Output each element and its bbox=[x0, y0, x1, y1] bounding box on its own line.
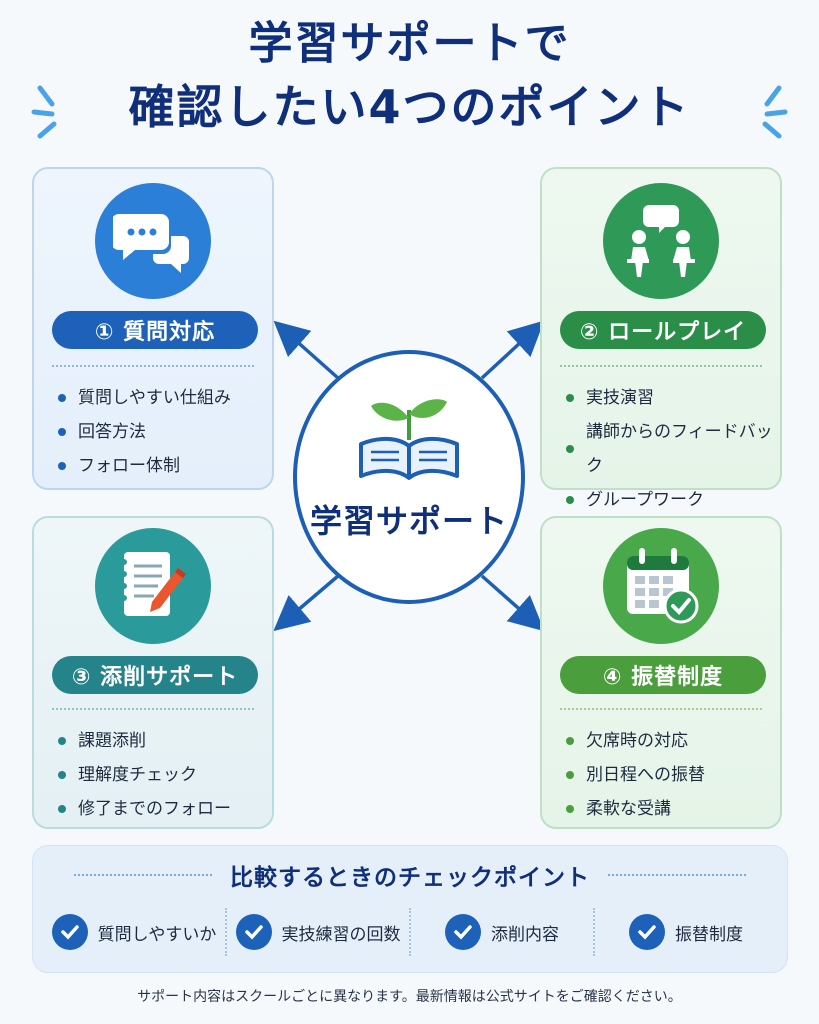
card-3-title: ③ 添削サポート bbox=[52, 656, 258, 694]
divider bbox=[52, 365, 254, 367]
checkpoint-label: 添削内容 bbox=[491, 924, 559, 945]
sparkle-right-icon bbox=[762, 85, 788, 139]
bullet-icon bbox=[566, 737, 574, 745]
checkpoints-title-row: 比較するときのチェックポイント bbox=[33, 858, 787, 892]
bullet-icon bbox=[58, 771, 66, 779]
center-label: 学習サポート bbox=[309, 502, 508, 540]
card-question-support: ① 質問対応 質問しやすい仕組み 回答方法 フォロー体制 bbox=[32, 167, 274, 490]
bullet-icon bbox=[58, 428, 66, 436]
list-item: 柔軟な受講 bbox=[566, 792, 705, 826]
card-1-title: ① 質問対応 bbox=[52, 311, 258, 349]
checkpoint-label: 質問しやすいか bbox=[97, 924, 217, 945]
arrow-to-card-4 bbox=[480, 574, 545, 632]
checkpoint-label: 振替制度 bbox=[675, 924, 743, 945]
book-sprout-icon bbox=[359, 399, 459, 480]
card-correction-support: ③ 添削サポート 課題添削 理解度チェック 修了までのフォロー bbox=[32, 516, 274, 829]
checkpoint-item: 振替制度 bbox=[595, 908, 777, 956]
calendar-check-icon bbox=[603, 528, 719, 644]
card-1-list: 質問しやすい仕組み 回答方法 フォロー体制 bbox=[58, 381, 231, 483]
divider bbox=[52, 708, 254, 710]
footer-note: サポート内容はスクールごとに異なります。最新情報は公式サイトをご確認ください。 bbox=[137, 989, 682, 1005]
arrow-to-card-2 bbox=[480, 320, 545, 380]
list-item: 理解度チェック bbox=[58, 758, 231, 792]
card-2-list: 実技演習 講師からのフィードバック グループワーク bbox=[566, 381, 780, 517]
arrow-to-card-3 bbox=[273, 574, 340, 632]
card-2-title: ② ロールプレイ bbox=[560, 311, 766, 349]
divider bbox=[608, 874, 746, 876]
bullet-icon bbox=[566, 771, 574, 779]
list-item: 質問しやすい仕組み bbox=[58, 381, 231, 415]
divider bbox=[560, 708, 762, 710]
check-icon bbox=[51, 914, 88, 950]
two-people-talking-icon bbox=[603, 183, 719, 299]
checkpoint-item: 実技練習の回数 bbox=[227, 908, 411, 956]
checkpoint-item: 質問しやすいか bbox=[43, 908, 227, 956]
page-title: 学習サポートで 確認したい4つのポイント bbox=[0, 14, 819, 140]
card-4-title: ④ 振替制度 bbox=[560, 656, 766, 694]
card-4-list: 欠席時の対応 別日程への振替 柔軟な受講 bbox=[566, 724, 705, 826]
list-item: 修了までのフォロー bbox=[58, 792, 231, 826]
bullet-icon bbox=[58, 462, 66, 470]
title-line-2: 確認したい4つのポイント bbox=[128, 80, 691, 134]
bullet-icon bbox=[58, 737, 66, 745]
list-item: 回答方法 bbox=[58, 415, 231, 449]
checkpoints-panel: 比較するときのチェックポイント 質問しやすいか 実技練習の回数 添削内容 振替制… bbox=[32, 845, 788, 973]
check-icon bbox=[445, 914, 481, 950]
checkpoints-title: 比較するときのチェックポイント bbox=[230, 865, 590, 891]
check-icon bbox=[629, 914, 665, 950]
checkpoint-item: 添削内容 bbox=[411, 908, 595, 956]
center-node: 学習サポート bbox=[293, 350, 525, 604]
title-line-1: 学習サポートで bbox=[248, 18, 571, 69]
list-item: フォロー体制 bbox=[58, 449, 231, 483]
card-reschedule-system: ④ 振替制度 欠席時の対応 別日程への振替 柔軟な受講 bbox=[540, 516, 782, 829]
bullet-icon bbox=[58, 394, 66, 402]
checkpoints-list: 質問しやすいか 実技練習の回数 添削内容 振替制度 bbox=[43, 904, 777, 960]
bullet-icon bbox=[566, 394, 574, 402]
card-3-list: 課題添削 理解度チェック 修了までのフォロー bbox=[58, 724, 231, 826]
list-item: 別日程への振替 bbox=[566, 758, 705, 792]
list-item: 講師からのフィードバック bbox=[566, 415, 780, 483]
check-icon bbox=[235, 914, 272, 950]
sparkle-left-icon bbox=[31, 85, 57, 139]
arrow-to-card-1 bbox=[273, 320, 340, 380]
checkpoint-label: 実技練習の回数 bbox=[281, 924, 401, 945]
bullet-icon bbox=[58, 805, 66, 813]
divider bbox=[560, 365, 762, 367]
card-roleplay: ② ロールプレイ 実技演習 講師からのフィードバック グループワーク bbox=[540, 167, 782, 510]
list-item: 実技演習 bbox=[566, 381, 780, 415]
bullet-icon bbox=[566, 445, 574, 453]
divider bbox=[74, 874, 212, 876]
chat-bubbles-icon bbox=[95, 183, 211, 299]
bullet-icon bbox=[566, 496, 574, 504]
list-item: グループワーク bbox=[566, 483, 780, 517]
notebook-pencil-icon bbox=[95, 528, 211, 644]
list-item: 欠席時の対応 bbox=[566, 724, 705, 758]
list-item: 課題添削 bbox=[58, 724, 231, 758]
bullet-icon bbox=[566, 805, 574, 813]
